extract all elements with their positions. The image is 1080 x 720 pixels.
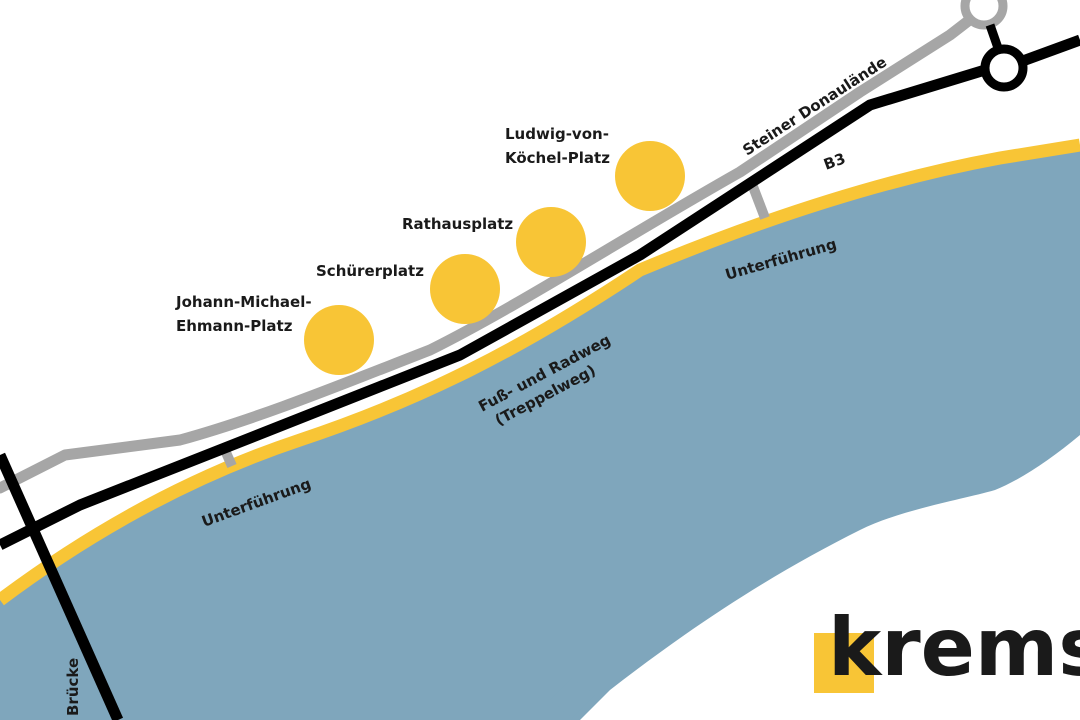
bridge [0,452,124,720]
place-label-schuererplatz: Schürerplatz [316,262,424,280]
junction-link [985,23,1003,50]
place-label-koechel-platz: Ludwig-von- Köchel-Platz [505,125,614,167]
place-label-line: Köchel-Platz [505,149,610,167]
place-dot-schuererplatz[interactable] [430,254,500,324]
place-label-line: Ehmann-Platz [176,317,293,335]
place-dot-rathausplatz[interactable] [516,207,586,277]
place-label-line: Johann-Michael- [175,293,312,311]
place-dot-koechel-platz[interactable] [615,141,685,211]
krems-logo: krems [814,601,1080,694]
logo-text-first: k [828,601,883,694]
river-inlet [550,678,595,718]
place-label-line: Ludwig-von- [505,125,609,143]
place-label-ehmann-platz: Johann-Michael- Ehmann-Platz [175,293,317,335]
road-steiner-donaulaende [0,2,991,494]
place-label-line: Rathausplatz [402,215,513,233]
logo-text: krems [828,601,1080,694]
danube-river [0,145,1080,720]
label-b3: B3 [821,149,848,173]
place-label-line: Schürerplatz [316,262,424,280]
underpass-connector-east [747,182,770,220]
logo-text-rest: rems [881,601,1080,694]
footpath-treppelweg [0,138,1080,606]
logo-accent-square [814,633,874,693]
junction-roundabout [980,44,1028,92]
label-bruecke: Brücke [64,658,82,716]
road-b3-east [1018,34,1080,68]
place-label-rathausplatz: Rathausplatz [402,215,513,233]
place-dot-ehmann-platz[interactable] [304,305,374,375]
road-b3 [0,64,987,550]
junction-top-grey [960,0,1008,30]
